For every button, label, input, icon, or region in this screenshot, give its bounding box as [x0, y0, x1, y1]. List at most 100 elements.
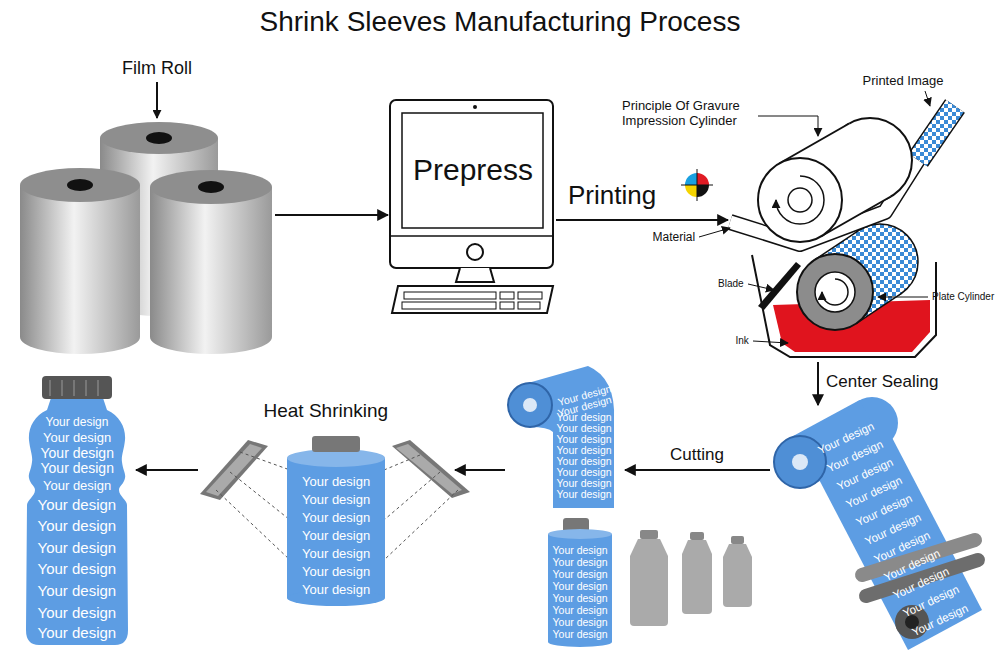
film-rolls-part	[150, 187, 272, 337]
finished-bottle: Your designYour designYour designYour de…	[22, 372, 136, 650]
heat-shrink-art-part	[384, 490, 458, 560]
finished-bottle-art-part	[61, 380, 63, 396]
film-roll-stage: Film Roll	[18, 56, 275, 344]
gravure-press-part	[779, 124, 849, 164]
node-text: Your design	[302, 493, 370, 508]
cutting-art-part	[548, 534, 612, 642]
step-label: Center Sealing	[826, 372, 938, 392]
gravure-press-part	[788, 188, 812, 212]
node-text: Ink	[736, 335, 749, 347]
node-text: Film Roll	[122, 58, 192, 79]
cmyk-symbol-part	[697, 185, 709, 197]
gravure-press-part	[758, 158, 842, 242]
cutting-art-part	[508, 383, 552, 427]
heat-shrinking-stage: Heat ShrinkingYour designYour designYour…	[198, 398, 455, 610]
process-arrow	[625, 469, 770, 471]
computer-monitor-part	[467, 244, 483, 260]
gravure-press-part	[797, 254, 873, 330]
cmyk-symbol-part	[685, 185, 697, 197]
node-text: Your design	[38, 604, 117, 621]
computer-monitor-part	[456, 268, 494, 282]
gravure-press-part	[822, 279, 848, 305]
computer-monitor-part	[392, 286, 553, 313]
node-text: Material	[653, 231, 696, 245]
film-rolls-part	[20, 168, 140, 202]
computer-monitor-part	[500, 302, 514, 309]
heat-shrink-art-part	[312, 436, 360, 452]
finished-bottle-art-part	[42, 376, 112, 399]
node-text: Your design	[38, 496, 117, 513]
heat-shrink-art-part	[230, 472, 290, 520]
gravure-press-part	[748, 284, 774, 290]
node-text: Your design	[557, 466, 612, 478]
gravure-press	[699, 91, 955, 357]
node-text: Your design	[41, 445, 114, 461]
process-arrow	[275, 214, 388, 216]
node-text: Your design	[557, 433, 612, 445]
film-rolls-part	[150, 170, 272, 204]
gravure-press-part	[918, 106, 955, 160]
finished-bottle-art-part	[26, 398, 128, 645]
film-rolls-part	[67, 179, 93, 191]
computer-monitor-part	[390, 235, 553, 237]
finished-bottle-art	[26, 376, 128, 645]
computer-monitor-part	[402, 302, 496, 309]
cmyk-symbol-part	[697, 173, 709, 185]
cutting-art-part	[548, 529, 612, 539]
cutting-art-part	[640, 530, 658, 539]
heat-shrink-art-part	[240, 452, 290, 470]
heat-shrink-art-part	[200, 440, 268, 500]
gravure-press-part	[776, 176, 824, 224]
heat-shrink-art-part	[206, 444, 262, 496]
gravure-press-part	[699, 228, 730, 237]
film-rolls-part	[20, 320, 140, 354]
node-text: Printed Image	[863, 74, 944, 89]
node-text: Your design	[557, 488, 612, 500]
step-label: Printing	[568, 181, 656, 211]
node-text: Your design	[46, 416, 109, 430]
finished-bottle-art-part	[49, 380, 51, 396]
computer-monitor-part	[473, 105, 477, 109]
computer-monitor-part	[500, 292, 514, 299]
node-text: Your design	[302, 529, 370, 544]
node-text: Your design	[553, 604, 608, 616]
finished-bottle-art-part	[73, 380, 75, 396]
node-text: Your design	[553, 580, 608, 592]
heat-shrink-art-part	[384, 455, 420, 470]
node-text: Your design	[38, 624, 117, 641]
cutting-art-part	[682, 540, 712, 614]
gravure-press-part	[758, 262, 801, 310]
node-text: Heat Shrinking	[264, 400, 389, 422]
node-text: Prepress	[413, 153, 533, 188]
node-text: Your design	[553, 592, 608, 604]
cutting-art-part	[690, 532, 704, 540]
computer-monitor-part	[404, 292, 496, 299]
node-text: Your design	[302, 547, 370, 562]
gravure-press-part	[925, 91, 930, 106]
node-text: Your design	[38, 582, 117, 599]
cutting-stage: Your designYour designYour designYour de…	[505, 362, 625, 650]
process-arrow	[455, 469, 505, 471]
node-text: Your design	[43, 479, 111, 494]
finished-bottle-art-part	[97, 380, 99, 396]
node-text: Your design	[553, 628, 608, 640]
node-text: Your design	[557, 477, 612, 489]
gravure-press-part	[758, 116, 818, 136]
node-text: Your design	[38, 560, 117, 577]
cmyk-symbol-part	[697, 169, 698, 201]
process-arrow	[817, 362, 819, 405]
cmyk-symbol-part	[685, 173, 697, 185]
gravure-press-part	[918, 106, 955, 160]
computer-monitor-part	[390, 100, 553, 268]
film-rolls-part	[198, 181, 224, 193]
node-text: Your design	[557, 455, 612, 467]
computer-monitor	[390, 100, 553, 313]
center-sealing-roll-art-part	[801, 405, 982, 650]
film-rolls-part	[100, 122, 218, 154]
node-text: Your design	[553, 556, 608, 568]
finished-bottle-art-part	[85, 380, 87, 396]
computer-monitor-part	[518, 302, 540, 309]
node-text: Your design	[302, 475, 370, 490]
node-text: Your design	[38, 517, 117, 534]
